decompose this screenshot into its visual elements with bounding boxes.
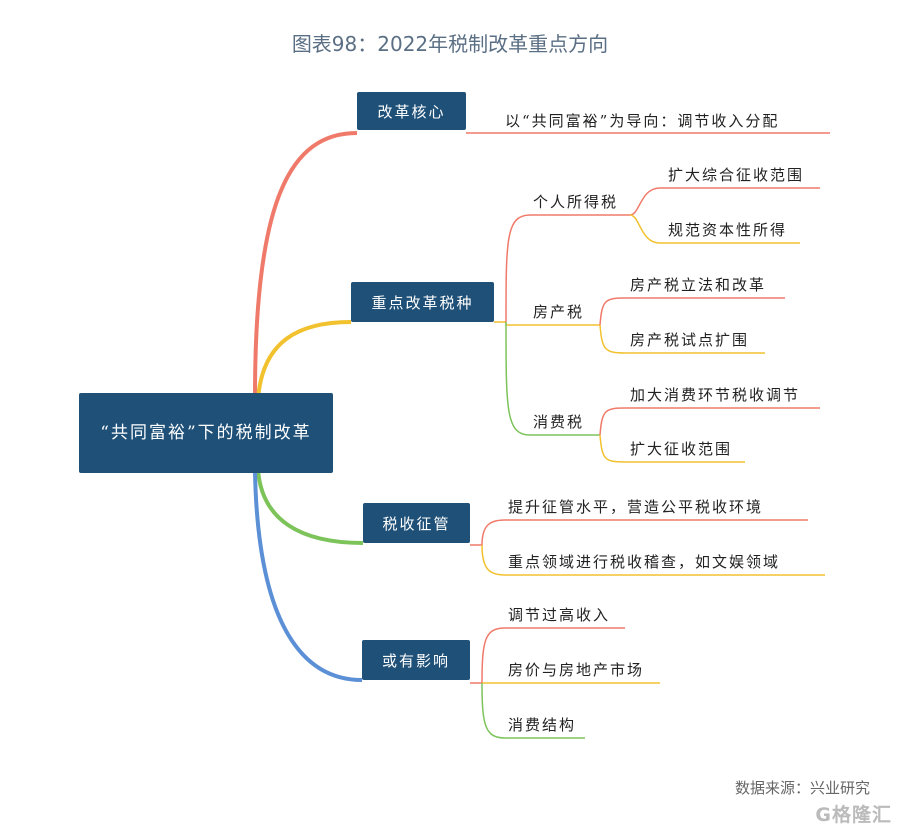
leaf-item: 扩大征收范围	[630, 440, 733, 458]
leaf-item: 规范资本性所得	[668, 221, 788, 239]
sub-income: 个人所得税	[533, 193, 619, 211]
leaf-core: 以“共同富裕”为导向：调节收入分配	[505, 112, 780, 130]
branch-line-impact	[253, 471, 363, 682]
watermark-logo: G格隆汇	[815, 800, 892, 827]
sub-property: 房产税	[533, 303, 585, 321]
watermark-text: 格隆汇	[831, 804, 892, 826]
sub-consumption: 消费税	[533, 413, 585, 431]
sub-line-income	[505, 214, 630, 323]
branch-line-core	[253, 131, 358, 396]
leaf-item: 房价与房地产市场	[508, 661, 645, 679]
leaf-item: 扩大综合征收范围	[668, 166, 805, 184]
node-admin: 税收征管	[363, 503, 470, 543]
node-core: 改革核心	[357, 92, 466, 130]
leaf-item: 调节过高收入	[508, 606, 611, 624]
node-impact: 或有影响	[362, 640, 470, 680]
node-taxes: 重点改革税种	[351, 282, 494, 322]
figure-title: 图表98：2022年税制改革重点方向	[291, 32, 609, 56]
sub-line-consumption	[505, 321, 600, 436]
center-node: “共同富裕”下的税制改革	[79, 393, 333, 473]
branch-line-taxes	[256, 320, 352, 401]
leaf-item: 提升征管水平，营造公平税收环境	[508, 498, 764, 516]
leaf-item: 房产税立法和改革	[630, 276, 767, 294]
leaf-item: 消费结构	[508, 716, 577, 734]
sub-line-property	[505, 322, 600, 326]
source-note: 数据来源：兴业研究	[734, 779, 870, 797]
leaf-item: 加大消费环节税收调节	[630, 386, 801, 404]
watermark-g-icon: G	[815, 804, 832, 826]
branch-line-admin	[256, 469, 364, 545]
leaf-item: 重点领域进行税收稽查，如文娱领域	[508, 553, 781, 571]
leaf-item: 房产税试点扩围	[630, 331, 750, 349]
